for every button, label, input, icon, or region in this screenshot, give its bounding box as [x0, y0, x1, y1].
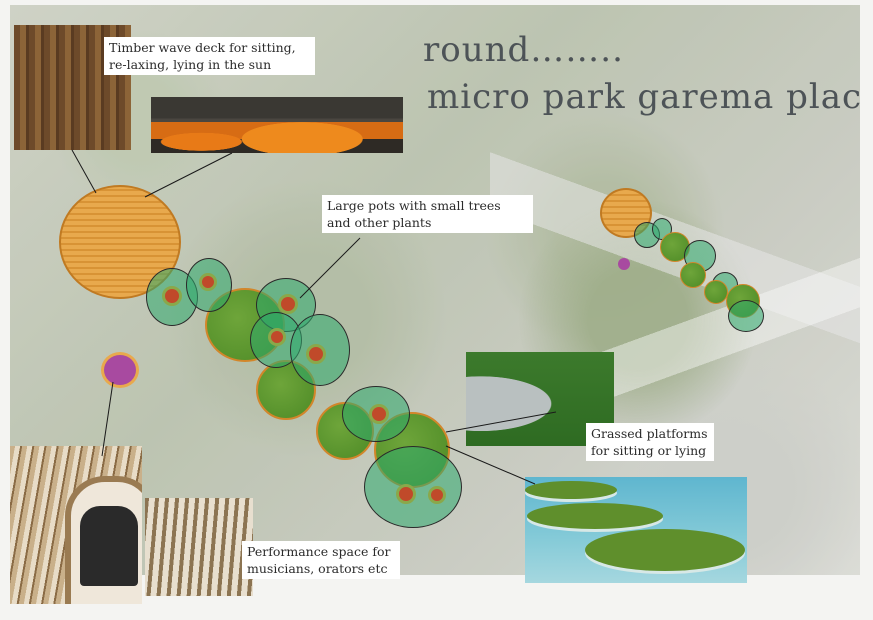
title-line-2: micro park garema place: [427, 77, 860, 117]
plant-pot-small: [728, 300, 764, 332]
grass-platform-circle-small: [680, 262, 706, 288]
pot-tree: [306, 344, 326, 364]
title-line-1: round……..: [423, 30, 624, 70]
performance-space-circle-small: [618, 258, 630, 270]
performance-space-circle: [101, 352, 139, 388]
performance-space-photo: [10, 446, 142, 604]
pot-tree: [428, 486, 446, 504]
wave-deck-photo: [151, 97, 403, 153]
pot-tree: [162, 286, 182, 306]
pot-tree: [268, 328, 286, 346]
pot-tree: [199, 273, 217, 291]
pot-tree: [278, 294, 298, 314]
water-platforms-photo: [525, 477, 747, 583]
performance-space-label: Performance space for musicians, orators…: [242, 541, 400, 579]
pot-tree: [369, 404, 389, 424]
performance-space-photo-2: [145, 498, 253, 596]
grassed-platforms-label: Grassed platforms for sitting or lying: [586, 423, 714, 461]
timber-deck-label: Timber wave deck for sitting, re-laxing,…: [104, 37, 315, 75]
pot-tree: [396, 484, 416, 504]
grass-platform-circle-small: [704, 280, 728, 304]
large-pots-label: Large pots with small trees and other pl…: [322, 195, 533, 233]
